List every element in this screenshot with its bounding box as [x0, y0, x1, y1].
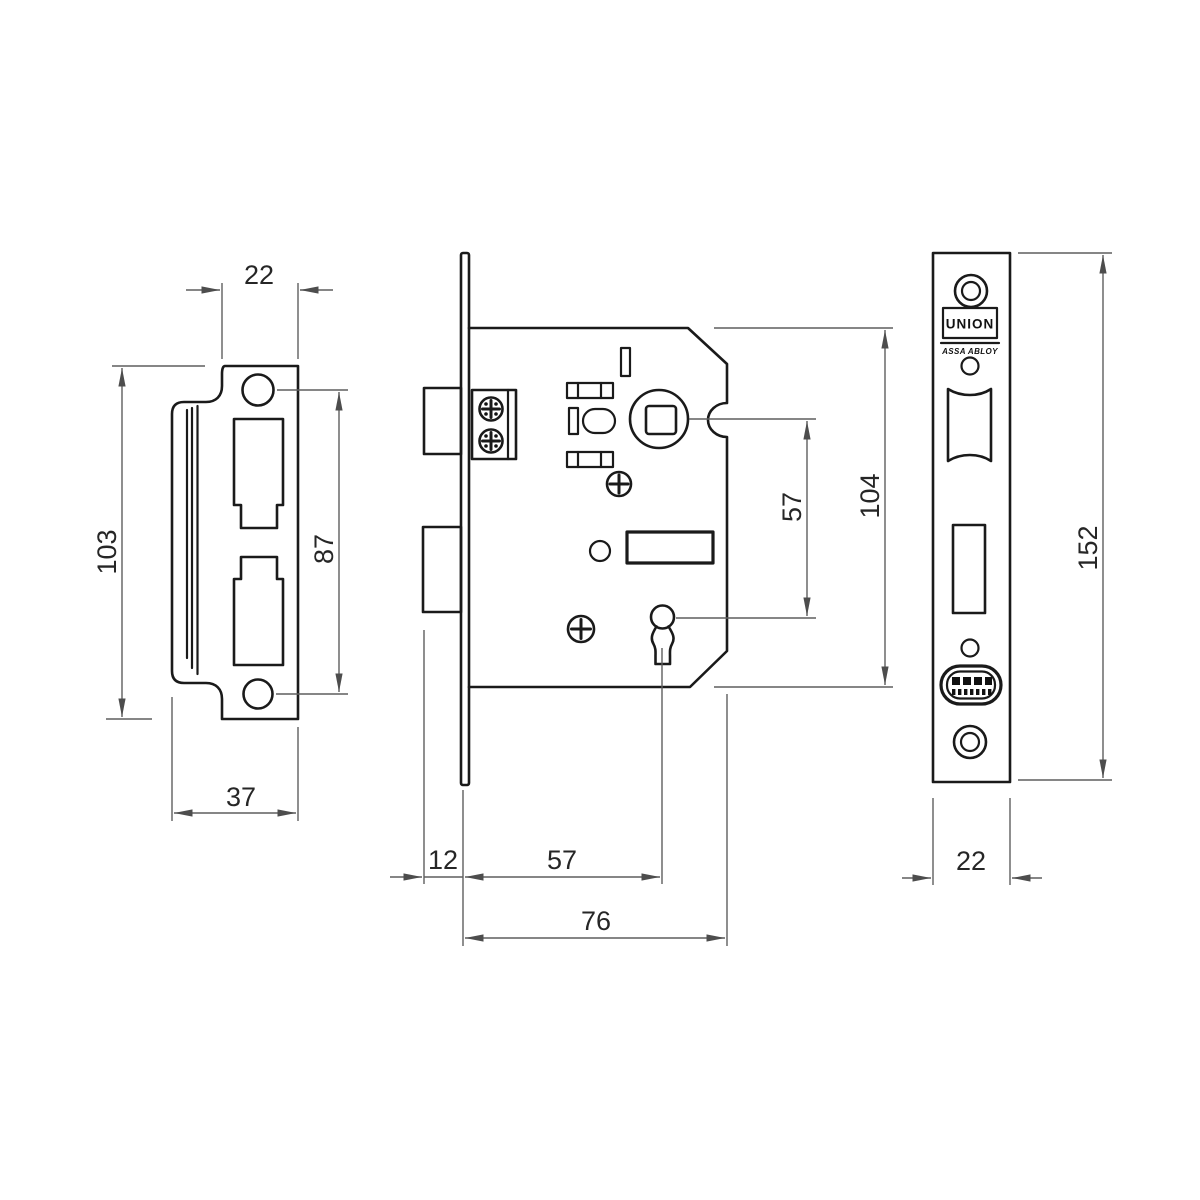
union-logo: UNION ASSA ABLOY — [939, 306, 1001, 356]
screw-hole-icon — [953, 273, 989, 309]
strike-plate-view — [170, 364, 300, 721]
certification-stamp-icon — [939, 664, 1003, 706]
square-spindle-hole-icon — [628, 388, 690, 450]
bolt-stump-slot — [625, 530, 715, 565]
dim-label-case-height: 104 — [855, 473, 885, 518]
strike-plate-dimensions: 22 103 87 37 — [92, 260, 348, 821]
dim-label-strike-height: 103 — [92, 529, 122, 574]
union-logo-text: UNION — [946, 317, 995, 332]
screw-hole-icon — [952, 724, 988, 760]
dim-label-spindle-to-keyhole: 57 — [777, 492, 807, 522]
phillips-screw-icon — [605, 470, 633, 498]
lock-body-view — [421, 251, 729, 787]
dim-label-bolt-to-faceplate: 12 — [428, 845, 458, 875]
lock-case-outline — [467, 326, 729, 689]
dim-label-strike-width: 37 — [226, 782, 256, 812]
lever-pack-lower — [565, 450, 615, 469]
strike-latch-cutout — [232, 417, 285, 530]
small-hole — [960, 638, 980, 658]
phillips-screw-icon — [566, 614, 596, 644]
strike-top-screw-hole — [241, 373, 275, 407]
dim-label-faceplate-width: 22 — [956, 846, 986, 876]
latch-guide-box — [470, 388, 518, 461]
keyhole-icon — [649, 604, 676, 666]
faceplate-dimensions: 152 22 — [902, 252, 1112, 885]
forend-edge-view — [459, 251, 471, 787]
phillips-screw-icon — [478, 428, 504, 454]
assa-abloy-text: ASSA ABLOY — [941, 347, 998, 356]
lever-pack-upper — [565, 381, 615, 400]
strike-deadbolt-cutout — [232, 555, 285, 667]
dim-label-case-depth: 76 — [581, 906, 611, 936]
top-slot — [619, 346, 632, 378]
dim-label-strike-hole-spacing: 87 — [309, 534, 339, 564]
faceplate-view: UNION ASSA ABLOY — [931, 251, 1012, 784]
dim-label-backset: 57 — [547, 845, 577, 875]
phillips-screw-icon — [478, 396, 504, 422]
strike-plate-fold-lines — [185, 404, 199, 676]
latch-bolt-side — [422, 386, 463, 456]
latchbolt-front — [946, 387, 993, 463]
dim-label-strike-top-width: 22 — [244, 260, 274, 290]
strike-plate-outline — [170, 364, 300, 721]
small-slot — [567, 406, 580, 436]
deadbolt-side — [421, 525, 463, 614]
dim-label-faceplate-height: 152 — [1073, 525, 1103, 570]
deadbolt-front — [951, 523, 987, 615]
pivot-hole — [588, 539, 612, 563]
oval-slot — [581, 407, 617, 435]
small-hole — [960, 356, 980, 376]
strike-bottom-screw-hole — [242, 678, 274, 710]
faceplate-outline — [931, 251, 1012, 784]
lock-body-dimensions: 104 57 12 57 76 — [390, 327, 893, 946]
